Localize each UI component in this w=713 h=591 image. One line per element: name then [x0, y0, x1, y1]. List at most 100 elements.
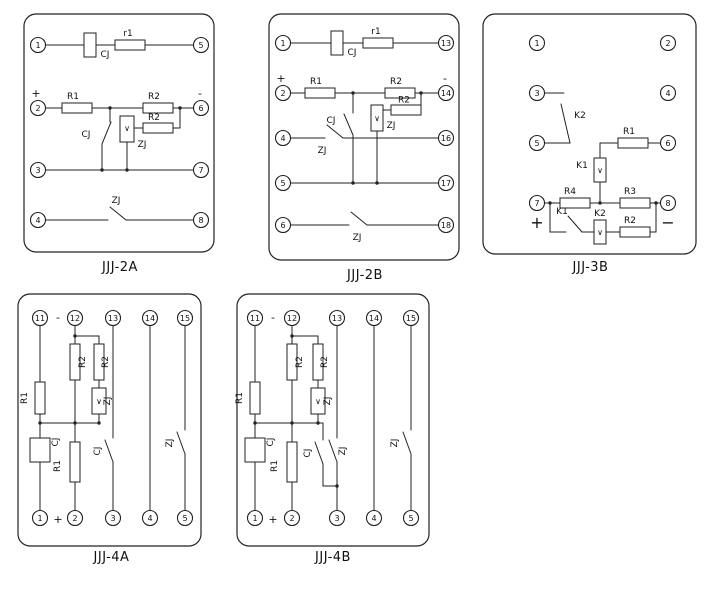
- terminal-13: 13: [437, 34, 455, 52]
- resistor-R2-left: [286, 343, 298, 381]
- svg-text:2: 2: [280, 89, 285, 98]
- cj-coil-label: CJ: [348, 48, 357, 58]
- svg-text:6: 6: [280, 221, 285, 230]
- resistor-r1: [114, 39, 146, 51]
- cj-contact-label: CJ: [82, 130, 91, 140]
- R2-right-label: R2: [101, 356, 111, 368]
- resistor-R2-mid: [390, 104, 422, 116]
- resistor-R1: [617, 137, 649, 149]
- plus-sign: +: [31, 87, 40, 100]
- terminal-18: 18: [437, 216, 455, 234]
- minus-sign: -: [443, 72, 447, 85]
- relay-case-outline: [482, 13, 697, 255]
- svg-text:4: 4: [35, 216, 40, 225]
- svg-text:4: 4: [371, 514, 376, 523]
- svg-text:15: 15: [406, 314, 416, 323]
- svg-text:5: 5: [280, 179, 285, 188]
- svg-text:12: 12: [70, 314, 80, 323]
- svg-text:14: 14: [145, 314, 155, 323]
- svg-text:16: 16: [441, 134, 451, 143]
- resistor-R1-top: [34, 381, 46, 415]
- diagram-jjj-3b: K2 R1 K1 ∨ R4 R3 K1 K2 ∨ R2 + − 1 2 3 4 …: [478, 10, 703, 275]
- resistor-r1: [362, 37, 394, 49]
- terminal-4: 4: [659, 84, 677, 102]
- relay-case-outline: [236, 293, 430, 547]
- terminal-2: 2: [283, 509, 301, 527]
- svg-text:3: 3: [110, 514, 115, 523]
- terminal-5: 5: [176, 509, 194, 527]
- zj-coil-polarity: ∨: [124, 124, 130, 133]
- r1-label: r1: [371, 27, 380, 37]
- cj-coil-label: CJ: [51, 438, 61, 447]
- svg-text:13: 13: [108, 314, 118, 323]
- R1-top-label: R1: [20, 392, 30, 404]
- diagram-jjj-2a: CJ r1 + R1 R2 - CJ R2 ∨ ZJ ZJ 1 2 3 4 5 …: [20, 10, 220, 275]
- junction-dots: [548, 201, 658, 205]
- terminal-14: 14: [365, 309, 383, 327]
- terminal-8: 8: [192, 211, 210, 229]
- cj-contact-label: CJ: [303, 449, 313, 458]
- zj-contact-mid-label: ZJ: [338, 447, 348, 456]
- svg-text:11: 11: [250, 314, 260, 323]
- svg-text:14: 14: [369, 314, 379, 323]
- plus-sign: +: [268, 513, 277, 526]
- svg-text:5: 5: [408, 514, 413, 523]
- junction-dots: [38, 334, 101, 425]
- k2-coil-polarity: ∨: [597, 228, 603, 237]
- resistor-R2-mid: [142, 122, 174, 134]
- terminal-1: 1: [274, 34, 292, 52]
- svg-text:6: 6: [665, 139, 670, 148]
- svg-text:5: 5: [198, 41, 203, 50]
- terminal-4: 4: [274, 129, 292, 147]
- zj-coil-label: ZJ: [323, 397, 333, 406]
- jjj-2b-wires: [290, 42, 439, 226]
- terminal-13: 13: [328, 309, 346, 327]
- k1-coil-polarity: ∨: [597, 166, 603, 175]
- svg-text:13: 13: [332, 314, 342, 323]
- svg-text:5: 5: [182, 514, 187, 523]
- svg-text:5: 5: [534, 139, 539, 148]
- terminal-3: 3: [528, 84, 546, 102]
- zj-coil-polarity: ∨: [96, 397, 102, 406]
- junction-dots: [253, 334, 339, 488]
- svg-text:2: 2: [665, 39, 670, 48]
- R3-label: R3: [624, 187, 636, 197]
- terminal-4: 4: [365, 509, 383, 527]
- zj-contact-label: ZJ: [112, 196, 121, 206]
- svg-text:1: 1: [534, 39, 539, 48]
- relay-case-outline: [23, 13, 215, 253]
- svg-text:11: 11: [35, 314, 45, 323]
- diagram-caption-jjj-4a: JJJ-4A: [93, 550, 130, 565]
- terminal-17: 17: [437, 174, 455, 192]
- svg-text:17: 17: [441, 179, 451, 188]
- R2-right-label: R2: [320, 356, 330, 368]
- zj-coil-label: ZJ: [387, 121, 396, 131]
- k1-coil-label: K1: [576, 161, 588, 171]
- svg-text:18: 18: [441, 221, 451, 230]
- diagram-caption-jjj-2b: JJJ-2B: [347, 268, 383, 283]
- relay-case-outline: [268, 13, 460, 261]
- k1-contact-label: K1: [556, 207, 568, 217]
- svg-text:3: 3: [334, 514, 339, 523]
- jjj-4b-wires: [254, 325, 412, 511]
- plus-sign: +: [530, 213, 543, 232]
- R1-top-label: R1: [235, 392, 245, 404]
- zj-contact-label: ZJ: [165, 439, 175, 448]
- svg-text:4: 4: [147, 514, 152, 523]
- resistor-R2-right: [312, 343, 324, 381]
- resistor-R1-top: [249, 381, 261, 415]
- svg-text:15: 15: [180, 314, 190, 323]
- jjj-2a-schematic: CJ r1 + R1 R2 - CJ R2 ∨ ZJ ZJ 1 2 3 4 5 …: [23, 13, 215, 253]
- zj-coil-label: ZJ: [103, 397, 113, 406]
- diagram-caption-jjj-2a: JJJ-2A: [102, 260, 138, 275]
- svg-text:2: 2: [72, 514, 77, 523]
- terminal-5: 5: [528, 134, 546, 152]
- svg-text:1: 1: [252, 514, 257, 523]
- cj-coil: [83, 32, 97, 58]
- cj-coil-label: CJ: [266, 438, 276, 447]
- zj-coil: [91, 387, 107, 415]
- R2-top-label: R2: [390, 77, 402, 87]
- resistor-R2: [619, 226, 651, 238]
- terminal-15: 15: [176, 309, 194, 327]
- terminal-1: 1: [246, 509, 264, 527]
